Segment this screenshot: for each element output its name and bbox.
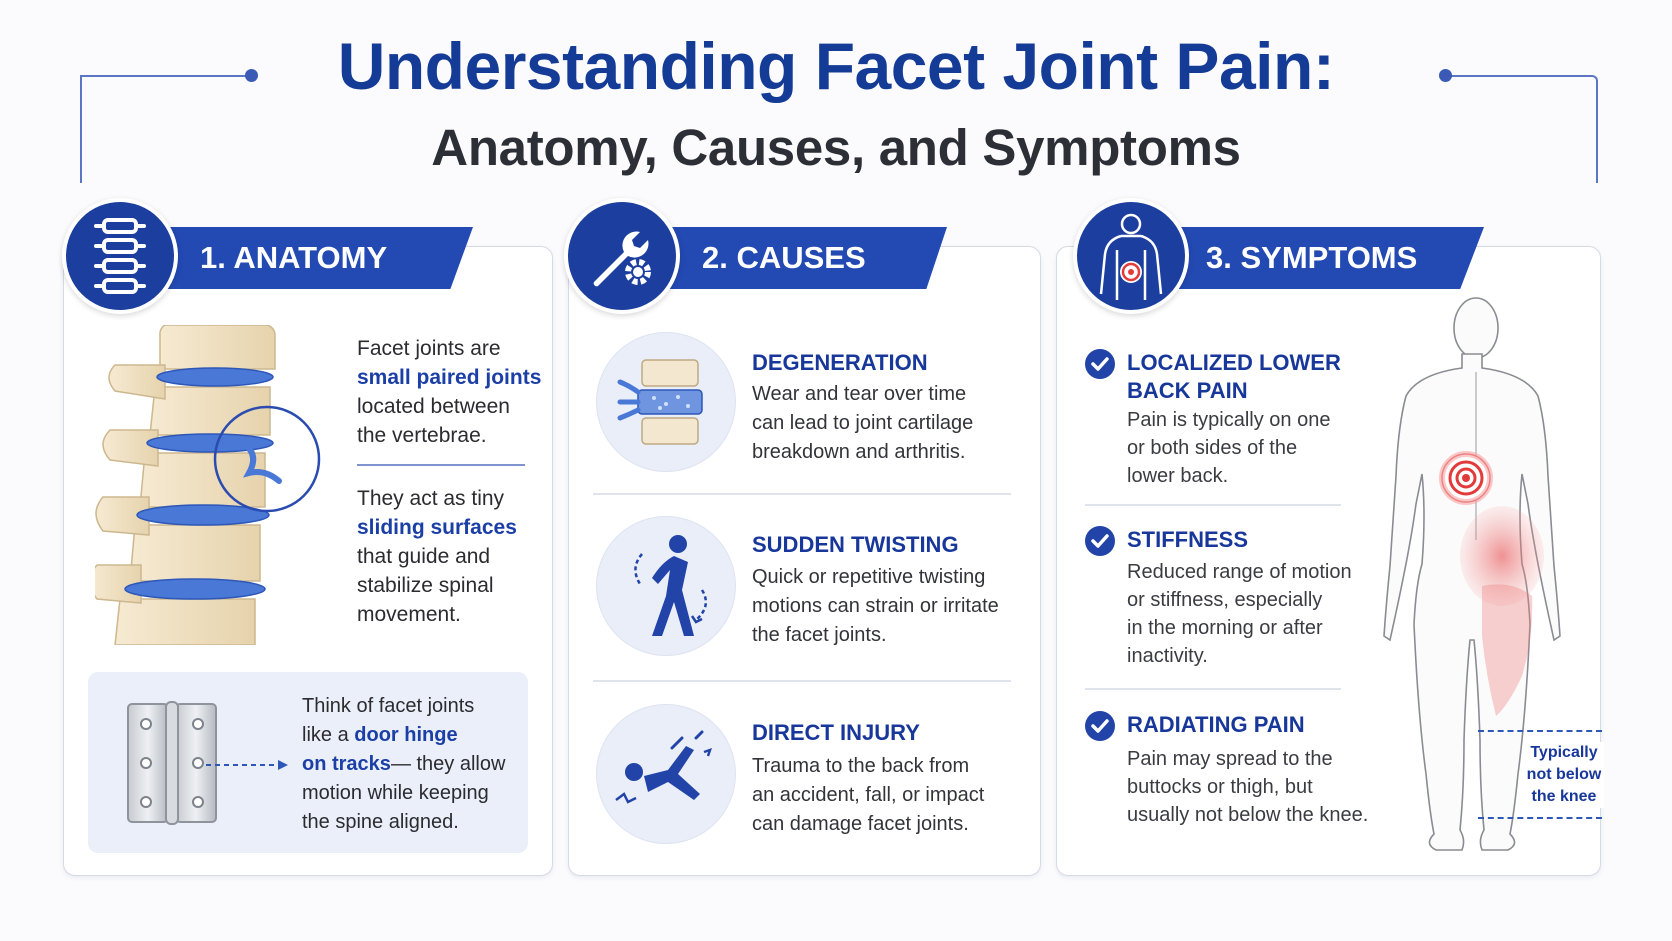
anatomy-banner: 1. ANATOMY — [150, 227, 473, 289]
spine-icon — [94, 218, 146, 294]
cause-icon-circle-2 — [596, 516, 736, 656]
highlight-on-tracks: on tracks — [302, 753, 391, 775]
pain-target — [1439, 451, 1493, 505]
cause-title-2: SUDDEN TWISTING — [752, 532, 959, 557]
highlight-small-paired-joints: small paired joints — [357, 366, 542, 389]
check-icon-3 — [1085, 711, 1115, 741]
degenerated-disc-icon — [617, 359, 703, 445]
door-hinge-icon — [127, 701, 217, 825]
header-dot-left — [245, 69, 258, 82]
header-frame-right — [1450, 75, 1598, 183]
spine-illustration — [95, 325, 321, 645]
symptoms-heading: 3. SYMPTOMS — [1206, 240, 1418, 275]
symptoms-badge — [1073, 198, 1189, 314]
highlight-sliding-surfaces: sliding surfaces — [357, 516, 517, 539]
check-icon-2 — [1085, 526, 1115, 556]
body-back-figure — [1383, 297, 1561, 851]
causes-banner: 2. CAUSES — [652, 227, 947, 289]
check-icon-1 — [1085, 349, 1115, 379]
cause-desc-1: Wear and tear over time can lead to join… — [752, 383, 974, 463]
symptom-title-3: RADIATING PAIN — [1127, 712, 1305, 737]
buttock-pain-area — [1460, 506, 1544, 606]
causes-heading: 2. CAUSES — [702, 240, 866, 275]
symptom-divider-2 — [1085, 688, 1341, 690]
symptom-divider-1 — [1085, 504, 1341, 506]
anatomy-badge — [62, 198, 178, 314]
knee-note: Typically not below the knee — [1524, 742, 1604, 808]
cause-divider-1 — [593, 493, 1011, 495]
body-pain-icon — [1099, 213, 1163, 300]
anatomy-text-2: They act as tiny sliding surfaces that g… — [357, 487, 517, 626]
header-dot-right — [1439, 69, 1452, 82]
symptom-desc-2: Reduced range of motion or stiffness, es… — [1127, 561, 1352, 667]
anatomy-text-1: Facet joints are small paired joints loc… — [357, 337, 542, 447]
anatomy-heading: 1. ANATOMY — [200, 240, 388, 275]
symptom-desc-1: Pain is typically on one or both sides o… — [1127, 409, 1331, 487]
cause-desc-3: Trauma to the back from an accident, fal… — [752, 755, 985, 835]
thigh-pain-area — [1482, 584, 1533, 716]
wrench-gear-icon — [593, 231, 651, 287]
cause-divider-2 — [593, 680, 1011, 682]
symptom-title-2: STIFFNESS — [1127, 527, 1249, 552]
cause-title-3: DIRECT INJURY — [752, 720, 920, 745]
page-title: Understanding Facet Joint Pain: — [337, 29, 1335, 103]
header-frame-left — [80, 75, 252, 183]
symptom-title-1: LOCALIZED LOWER BACK PAIN — [1127, 350, 1341, 403]
causes-badge — [564, 198, 680, 314]
hinge-text: Think of facet joints like a door hinge … — [302, 695, 506, 833]
symptoms-banner: 3. SYMPTOMS — [1144, 227, 1484, 289]
highlight-door-hinge: door hinge — [354, 724, 458, 746]
falling-person-icon — [615, 730, 712, 804]
twisting-person-icon — [634, 535, 708, 636]
page-subtitle: Anatomy, Causes, and Symptoms — [431, 119, 1241, 176]
cause-title-1: DEGENERATION — [752, 350, 928, 375]
cause-desc-2: Quick or repetitive twisting motions can… — [752, 566, 999, 646]
knee-line-bottom — [1478, 817, 1602, 819]
hinge-arrow-icon — [206, 760, 288, 770]
anatomy-divider — [357, 464, 525, 466]
symptom-desc-3: Pain may spread to the buttocks or thigh… — [1127, 748, 1369, 826]
knee-line-top — [1478, 730, 1602, 732]
